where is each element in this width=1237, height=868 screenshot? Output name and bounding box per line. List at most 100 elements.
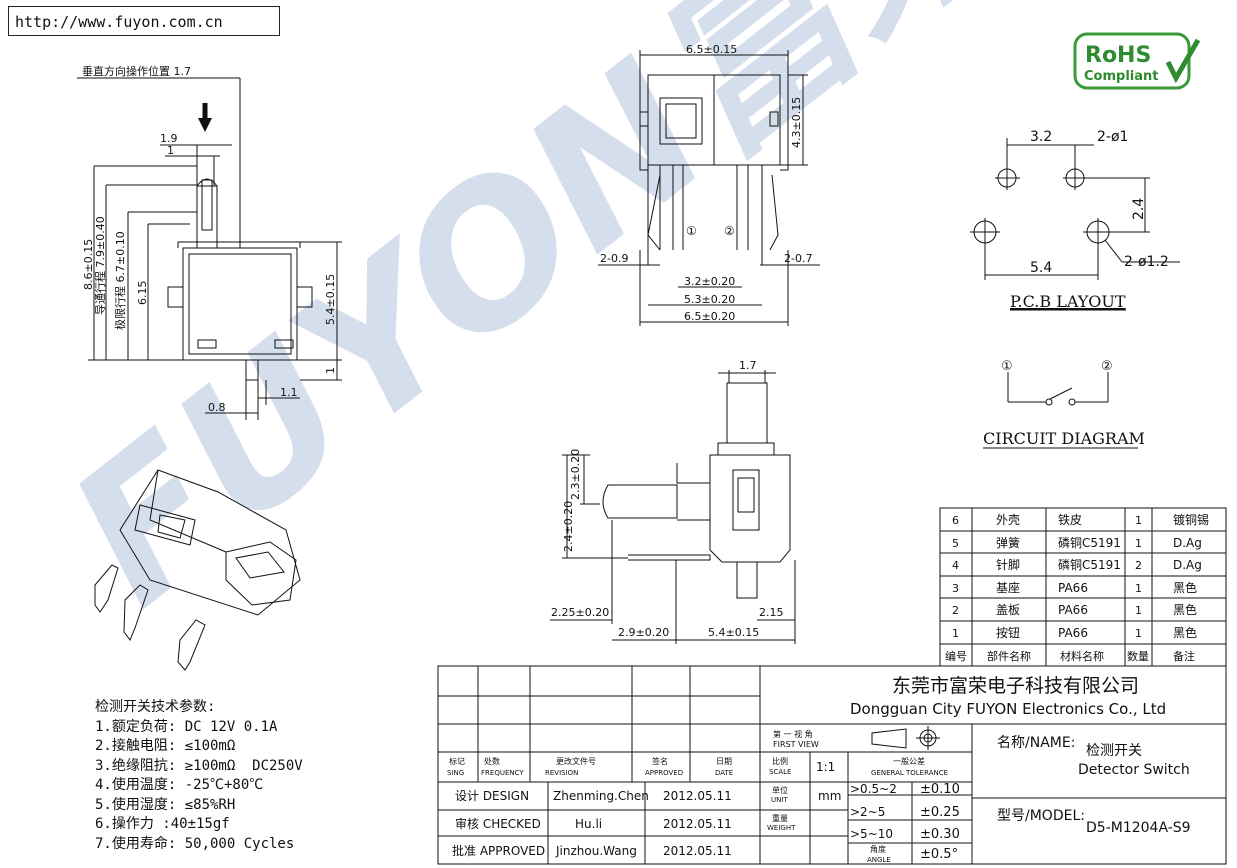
svg-text:2012.05.11: 2012.05.11	[663, 789, 732, 803]
rev-header-cn: 处数	[484, 756, 500, 766]
svg-text:2-0.7: 2-0.7	[784, 252, 812, 265]
svg-text:1:1: 1:1	[816, 760, 835, 774]
svg-text:2.4±0.20: 2.4±0.20	[562, 501, 575, 552]
bom-part: 按钮	[996, 625, 1020, 640]
bom-remark: 镀铜锡	[1173, 512, 1209, 527]
svg-text:1: 1	[324, 367, 337, 374]
bom-material: PA66	[1058, 581, 1088, 595]
svg-text:CIRCUIT DIAGRAM: CIRCUIT DIAGRAM	[983, 429, 1145, 448]
pcb-layout	[970, 138, 1180, 280]
svg-text:3.2: 3.2	[1030, 129, 1052, 145]
bom-remark: D.Ag	[1173, 558, 1202, 572]
svg-text:检测开关: 检测开关	[1086, 743, 1142, 759]
bom-remark: 黑色	[1173, 603, 1197, 617]
website-url[interactable]: http://www.fuyon.com.cn	[8, 6, 280, 36]
bom-header-part: 部件名称	[987, 649, 1031, 663]
svg-text:2.25±0.20: 2.25±0.20	[551, 606, 609, 619]
svg-text:设计 DESIGN: 设计 DESIGN	[455, 789, 529, 803]
bom-no: 2	[952, 604, 959, 617]
svg-text:mm: mm	[818, 789, 841, 803]
bom-part: 盖板	[996, 603, 1020, 617]
rohs-logo: RoHS Compliant	[1073, 32, 1201, 90]
svg-text:2012.05.11: 2012.05.11	[663, 817, 732, 831]
svg-text:比例: 比例	[772, 756, 788, 766]
svg-text:2-ø1: 2-ø1	[1097, 129, 1128, 145]
side-view-labels: 1.7 2.3±0.20 2.4±0.20 2.25±0.20 2.15 2.9…	[551, 359, 784, 639]
svg-text:6.15: 6.15	[136, 281, 149, 306]
svg-text:2-0.9: 2-0.9	[600, 252, 628, 265]
bom-no: 4	[952, 559, 959, 572]
bom-remark: D.Ag	[1173, 536, 1202, 550]
bom-material: 磷铜C5191	[1058, 535, 1121, 550]
bom-no: 6	[952, 514, 959, 527]
rev-header-en: REVISION	[545, 769, 578, 777]
svg-text:2.4: 2.4	[1131, 198, 1147, 220]
watermark-text: FUYON富荣	[32, 0, 1070, 647]
tol-value: ±0.25	[920, 805, 960, 820]
tech-param-item: 2.接触电阻: ≤100mΩ	[95, 738, 236, 754]
tol-range-en: ANGLE	[867, 856, 891, 864]
svg-text:②: ②	[1101, 359, 1113, 374]
bom-header-remark: 备注	[1173, 649, 1195, 663]
svg-text:D5-M1204A-S9: D5-M1204A-S9	[1086, 820, 1191, 836]
svg-text:UNIT: UNIT	[771, 796, 788, 804]
rev-header-cn: 签名	[652, 756, 668, 766]
rev-header-cn: 更改文件号	[556, 756, 596, 766]
svg-text:4.3±0.15: 4.3±0.15	[790, 97, 803, 148]
isometric-view	[94, 469, 301, 671]
tol-range: 角度	[870, 844, 886, 854]
watermark: FUYON富荣	[32, 0, 1070, 647]
svg-text:GENERAL TOLERANCE: GENERAL TOLERANCE	[871, 769, 948, 777]
svg-text:2.3±0.20: 2.3±0.20	[569, 449, 582, 500]
svg-text:0.8: 0.8	[208, 401, 226, 414]
top-view-labels: 6.5±0.15 4.3±0.15 ① ② 2-0.9 2-0.7 3.2±0.…	[600, 43, 812, 323]
side-view	[550, 370, 796, 644]
bom-header-qty: 数量	[1127, 650, 1149, 663]
bom-part: 弹簧	[996, 535, 1020, 550]
bom-remark: 黑色	[1173, 626, 1197, 640]
top-view	[598, 50, 820, 326]
svg-text:8.6±0.15: 8.6±0.15	[82, 239, 95, 290]
svg-text:6.5±0.20: 6.5±0.20	[684, 310, 735, 323]
svg-text:①: ①	[1001, 359, 1013, 374]
tol-range: >0.5~2	[850, 782, 897, 796]
svg-text:FIRST VIEW: FIRST VIEW	[773, 740, 819, 749]
svg-text:Dongguan City FUYON Electronic: Dongguan City FUYON Electronics Co., Ltd	[850, 700, 1166, 718]
svg-text:1.7: 1.7	[739, 359, 757, 372]
svg-text:极限行程 6.7±0.10: 极限行程 6.7±0.10	[113, 231, 127, 330]
bom-qty: 1	[1135, 582, 1142, 595]
svg-text:1.1: 1.1	[280, 386, 298, 399]
svg-text:3.2±0.20: 3.2±0.20	[684, 275, 735, 288]
bom-qty: 2	[1135, 559, 1142, 572]
pcb-labels: 3.2 2-ø1 2.4 5.4 2-ø1.2 P.C.B LAYOUT	[1010, 129, 1169, 311]
bom-table	[939, 507, 1227, 667]
tech-param-item: 4.使用温度: -25℃+80℃	[95, 777, 264, 793]
rev-header-en: DATE	[715, 769, 733, 777]
bom-material: 磷铜C5191	[1058, 557, 1121, 572]
svg-text:2012.05.11: 2012.05.11	[663, 844, 732, 858]
svg-text:5.3±0.20: 5.3±0.20	[684, 293, 735, 306]
svg-text:WEIGHT: WEIGHT	[767, 824, 796, 832]
left-view	[77, 77, 342, 420]
tol-range: >5~10	[850, 827, 893, 841]
svg-text:6.5±0.15: 6.5±0.15	[686, 43, 737, 56]
svg-text:Hu.li: Hu.li	[575, 817, 602, 831]
rev-header-en: APPROVED	[645, 769, 683, 777]
svg-text:2-ø1.2: 2-ø1.2	[1124, 254, 1169, 270]
tol-value: ±0.30	[920, 827, 960, 842]
svg-text:第 一 视 角: 第 一 视 角	[773, 729, 813, 739]
svg-text:审核 CHECKED: 审核 CHECKED	[455, 816, 541, 831]
svg-text:单位: 单位	[772, 785, 788, 795]
svg-text:Compliant: Compliant	[1084, 69, 1158, 84]
bom-qty: 1	[1135, 514, 1142, 527]
svg-text:1: 1	[167, 144, 174, 157]
svg-text:型号/MODEL:: 型号/MODEL:	[997, 808, 1085, 824]
tech-param-item: 6.操作力 :40±15gf	[95, 816, 230, 832]
bom-no: 1	[952, 627, 959, 640]
bom-no: 5	[952, 537, 959, 550]
svg-text:P.C.B LAYOUT: P.C.B LAYOUT	[1010, 292, 1126, 311]
bom-header-no: 编号	[945, 649, 967, 663]
bom-part: 基座	[996, 580, 1020, 595]
rev-header-cn: 日期	[716, 757, 732, 766]
